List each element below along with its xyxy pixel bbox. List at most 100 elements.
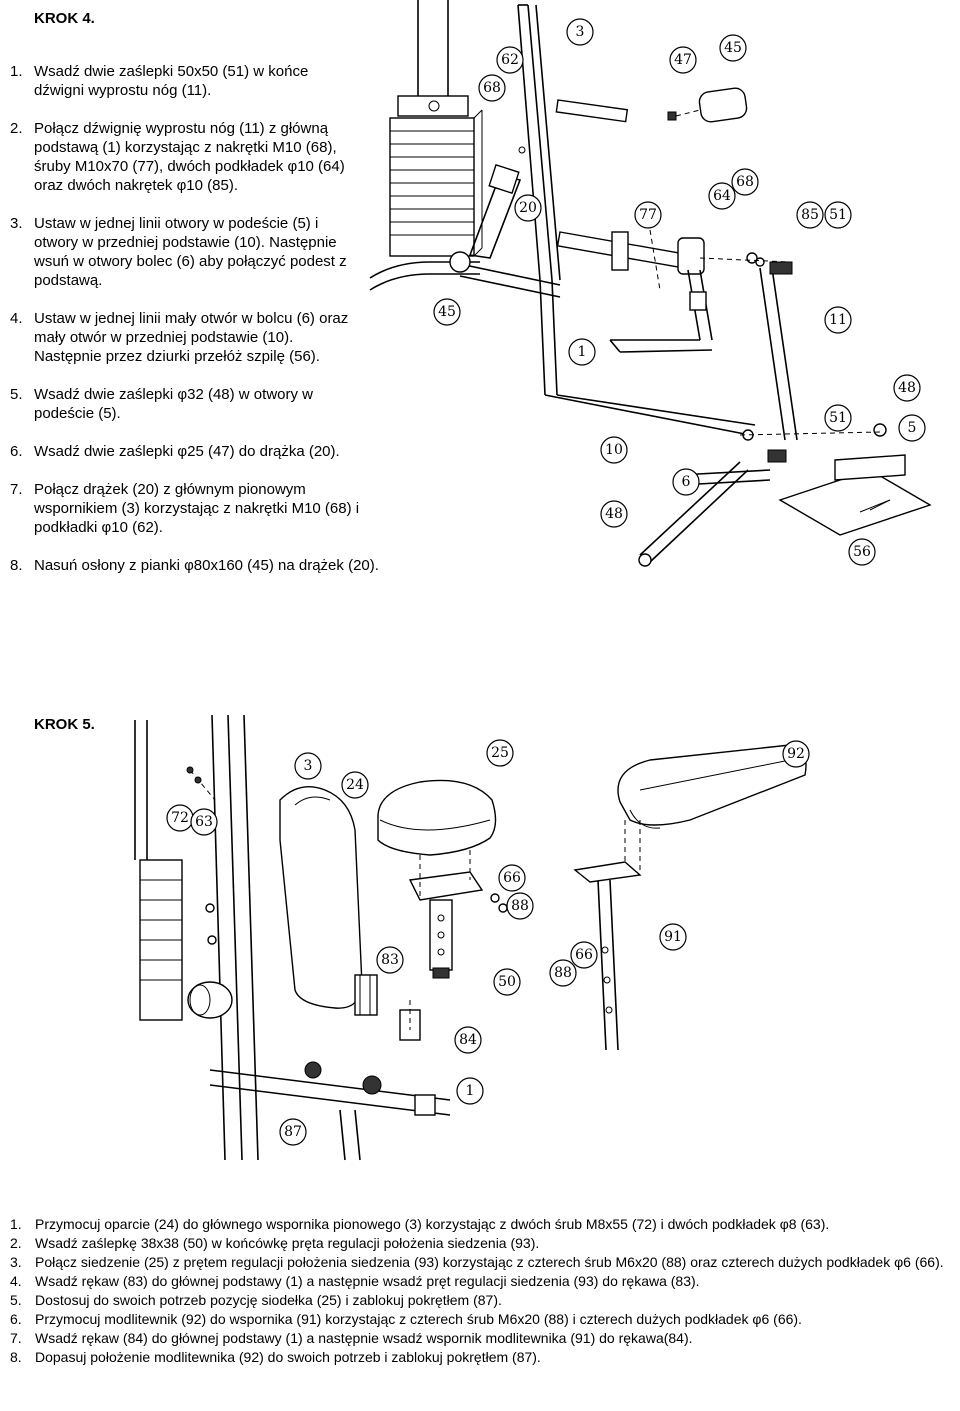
callout-91: 91 [659, 923, 687, 951]
callout-20: 20 [514, 194, 542, 222]
main-upright [517, 4, 561, 281]
svg-text:83: 83 [381, 952, 399, 968]
svg-text:56: 56 [853, 544, 871, 560]
svg-text:51: 51 [829, 207, 847, 223]
back-pad [279, 786, 363, 1009]
step4-instruction: 7.Połącz drążek (20) z głównym pionowym … [10, 481, 360, 536]
foot-platform [767, 449, 932, 536]
knob [304, 1061, 436, 1116]
svg-text:88: 88 [511, 898, 529, 914]
step5-instruction-list: 1.Przymocuj oparcie (24) do głównego wsp… [10, 1215, 956, 1367]
callout-10: 10 [600, 436, 628, 464]
callout-83: 83 [376, 946, 404, 974]
step5-instruction: 3.Połącz siedzenie (25) z prętem regulac… [10, 1254, 944, 1270]
svg-text:77: 77 [639, 207, 657, 223]
svg-text:88: 88 [554, 965, 572, 981]
step5-callouts: 3 24 25 92 72 63 66 88 91 83 50 66 88 84… [166, 739, 810, 1146]
callout-51: 51 [824, 201, 852, 229]
step5-instruction: 5.Dostosuj do swoich potrzeb pozycję sio… [10, 1292, 502, 1308]
svg-text:6: 6 [682, 474, 691, 490]
callout-66b: 66 [570, 941, 598, 969]
front-base [638, 461, 771, 567]
step4-instruction: 8.Nasuń osłony z pianki φ80x160 (45) na … [10, 557, 379, 574]
step4-heading: KROK 4. [34, 10, 95, 27]
callout-68: 68 [478, 74, 506, 102]
svg-text:11: 11 [829, 312, 847, 328]
svg-text:68: 68 [483, 80, 501, 96]
step5-instruction: 1.Przymocuj oparcie (24) do głównego wsp… [10, 1216, 830, 1232]
svg-text:47: 47 [674, 52, 692, 68]
svg-text:1: 1 [578, 344, 587, 360]
step5-instruction: 2.Wsadź zaślepkę 38x38 (50) w końcówkę p… [10, 1235, 540, 1251]
sleeve [354, 974, 378, 1016]
roller-pad [187, 981, 233, 1019]
callout-85: 85 [796, 201, 824, 229]
svg-text:91: 91 [664, 929, 682, 945]
callout-63: 63 [190, 808, 218, 836]
callout-5: 5 [898, 414, 926, 442]
callout-45b: 45 [433, 298, 461, 326]
step4-instruction: 1.Wsadź dwie zaślepki 50x50 (51) w końce… [10, 63, 309, 99]
callout-88: 88 [506, 892, 534, 920]
callout-11: 11 [824, 306, 852, 334]
svg-text:3: 3 [304, 758, 313, 774]
callout-50: 50 [493, 968, 521, 996]
svg-text:50: 50 [498, 974, 516, 990]
svg-text:72: 72 [171, 810, 189, 826]
callout-87: 87 [279, 1118, 307, 1146]
svg-text:45: 45 [724, 40, 742, 56]
svg-text:62: 62 [501, 52, 519, 68]
svg-text:3: 3 [576, 24, 585, 40]
callout-84: 84 [454, 1026, 482, 1054]
weight-stack [389, 0, 483, 257]
arm-bar [449, 163, 522, 273]
callout-48: 48 [893, 374, 921, 402]
svg-text:48: 48 [605, 506, 623, 522]
callout-51b: 51 [824, 404, 852, 432]
svg-text:25: 25 [491, 745, 509, 761]
hardware [649, 229, 891, 511]
hardware [186, 766, 411, 1030]
main-upright [205, 715, 259, 1161]
step4-instruction: 4.Ustaw w jednej linii mały otwór w bolc… [10, 310, 349, 365]
callout-6: 6 [672, 468, 700, 496]
main-base-frame [369, 99, 798, 441]
step5-assembly-diagram: 3 24 25 92 72 63 66 88 91 83 50 66 88 84… [134, 715, 810, 1161]
callout-1: 1 [568, 338, 596, 366]
callout-64: 64 [708, 182, 736, 210]
foam-pad [667, 87, 748, 123]
svg-text:63: 63 [195, 814, 213, 830]
svg-text:51: 51 [829, 410, 847, 426]
callout-66: 66 [498, 864, 526, 892]
svg-text:66: 66 [575, 947, 593, 963]
step5-instruction: 8.Dopasuj położenie modlitewnika (92) do… [10, 1349, 541, 1365]
callout-77: 77 [634, 201, 662, 229]
callout-48b: 48 [600, 500, 628, 528]
svg-text:10: 10 [605, 442, 623, 458]
step5-instruction: 7.Wsadź rękaw (84) do głównej podstawy (… [10, 1330, 693, 1346]
callout-92: 92 [782, 740, 810, 768]
step5-instruction: 6.Przymocuj modlitewnik (92) do wspornik… [10, 1311, 802, 1327]
step4-callouts: 3 62 68 47 45 20 77 64 68 85 51 45 11 1 … [433, 18, 926, 566]
callout-1: 1 [456, 1077, 484, 1105]
svg-text:45: 45 [438, 304, 456, 320]
leg-extension-lever [609, 237, 713, 353]
preacher-support [573, 820, 642, 1051]
callout-56: 56 [848, 538, 876, 566]
seat [377, 779, 508, 979]
svg-text:64: 64 [713, 188, 731, 204]
step5-heading: KROK 5. [34, 716, 95, 733]
svg-text:1: 1 [466, 1083, 475, 1099]
svg-text:24: 24 [346, 777, 364, 793]
svg-text:48: 48 [898, 380, 916, 396]
svg-text:85: 85 [801, 207, 819, 223]
step5-instruction: 4.Wsadź rękaw (83) do głównej podstawy (… [10, 1273, 700, 1289]
callout-3: 3 [566, 18, 594, 46]
svg-text:92: 92 [787, 746, 805, 762]
svg-text:66: 66 [503, 870, 521, 886]
step4-assembly-diagram: 3 62 68 47 45 20 77 64 68 85 51 45 11 1 … [369, 0, 932, 567]
callout-68b: 68 [731, 168, 759, 196]
callout-24: 24 [341, 771, 369, 799]
step4-instruction: 2.Połącz dźwignię wyprostu nóg (11) z gł… [10, 120, 345, 194]
svg-text:87: 87 [284, 1124, 302, 1140]
